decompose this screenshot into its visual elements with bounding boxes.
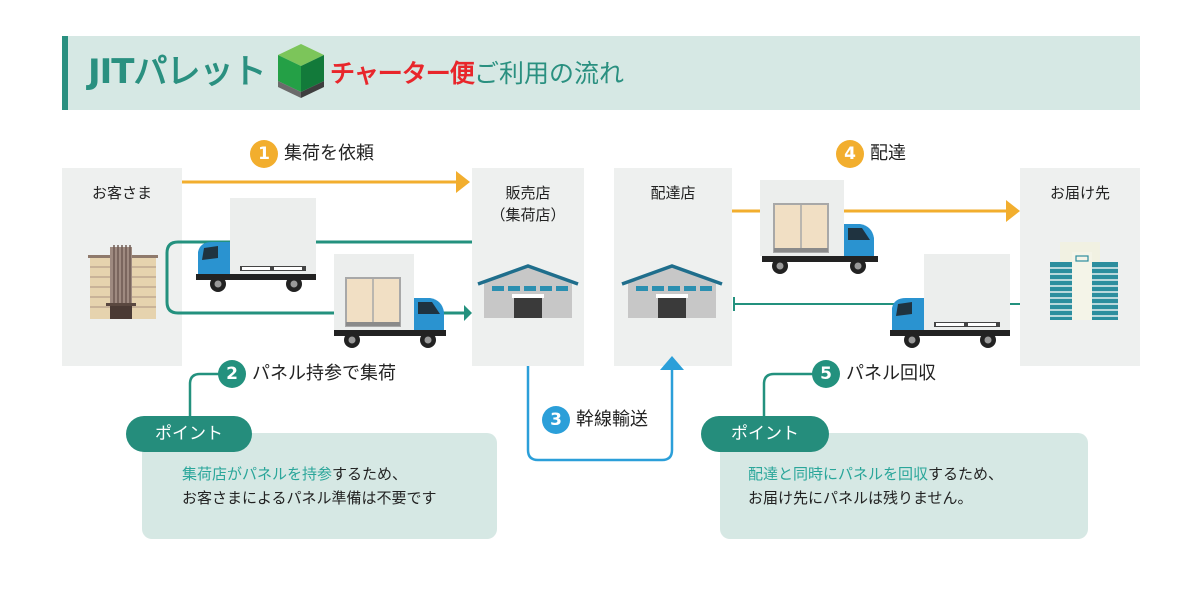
logo-text: JITパレット [88,52,266,92]
step-1: 1 集荷を依頼 [250,140,374,168]
truck-empty-icon [890,254,1010,348]
pallet-cube-icon [278,44,324,98]
page-title: ご利用の流れ [474,59,625,88]
step-2: 2 パネル持参で集荷 [218,360,396,388]
step-3-label: 幹線輸送 [576,409,648,430]
step-2-label: パネル持参で集荷 [252,363,396,384]
node-pickup-store-sublabel: （集荷店） [490,206,566,224]
point-1-highlight: 集荷店がパネルを持参 [182,465,333,483]
header-accent-bar [62,36,68,110]
point-2-line-1: 配達と同時にパネルを回収するため、 [748,462,1003,486]
point-1-line-1: 集荷店がパネルを持参するため、 [182,462,437,486]
step-5-label: パネル回収 [846,363,936,384]
callout-line-2 [188,372,222,430]
arrow-step-3 [526,356,684,462]
warehouse-icon-delivery [621,264,723,318]
node-pickup-store: 販売店 （集荷店） [472,168,584,366]
step-4-label: 配達 [870,143,906,164]
service-name: チャーター便 [330,59,475,88]
truck-loaded-icon [760,180,878,274]
header-banner [62,36,1140,110]
point-2-line-1-rest: するため、 [928,465,1004,483]
node-destination-label: お届け先 [1049,184,1110,202]
office-tower-icon [1050,242,1118,320]
step-5-number: 5 [812,360,840,388]
arrow-step-2 [165,240,472,321]
callout-line-5 [762,372,815,430]
step-5: 5 パネル回収 [812,360,936,388]
step-3-number: 3 [542,406,570,434]
warehouse-icon-pickup [477,264,579,318]
step-3: 3 幹線輸送 [542,406,648,434]
truck-loaded-icon [334,254,446,348]
point-text-1: 集荷店がパネルを持参するため、 お客さまによるパネル準備は不要です [182,462,437,510]
office-building-icon [88,245,158,319]
point-1-line-1-rest: するため、 [332,465,408,483]
step-4: 4 配達 [836,140,906,168]
point-1-line-2: お客さまによるパネル準備は不要です [182,489,437,507]
step-2-number: 2 [218,360,246,388]
arrow-step-1 [182,171,470,193]
step-1-number: 1 [250,140,278,168]
node-customer-label: お客さま [91,184,152,202]
node-pickup-store-label: 販売店 [505,184,551,202]
point-text-2: 配達と同時にパネルを回収するため、 お届け先にパネルは残りません。 [748,462,1003,510]
point-badge-1: ポイント [126,416,252,452]
step-4-number: 4 [836,140,864,168]
point-badge-2: ポイント [701,416,829,452]
node-delivery-store: 配達店 [614,168,732,366]
point-2-highlight: 配達と同時にパネルを回収 [748,465,929,483]
node-delivery-store-label: 配達店 [650,184,696,202]
step-1-label: 集荷を依頼 [284,143,374,164]
point-2-line-2: お届け先にパネルは残りません。 [748,489,973,507]
truck-empty-icon [196,198,316,292]
